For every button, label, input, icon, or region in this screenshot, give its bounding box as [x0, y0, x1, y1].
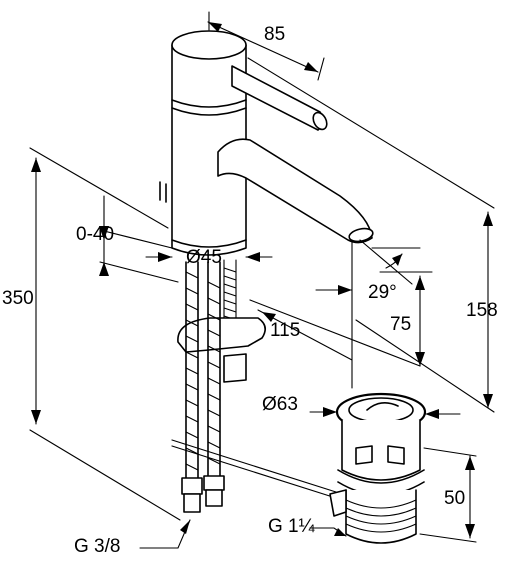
dim-body-diameter-label: Ø45 — [186, 247, 222, 268]
dimension-lines — [29, 11, 495, 549]
pop-up-waste-valve-icon — [329, 392, 427, 544]
dim-spout-clearance-label: 75 — [390, 314, 411, 335]
dim-spout-angle-label: 29° — [368, 282, 397, 303]
basin-mixer-tap-icon — [159, 30, 374, 256]
flexible-supply-hoses-icon — [171, 259, 337, 513]
dim-tap-height-label: 158 — [466, 300, 498, 321]
dim-waste-diameter-label: Ø63 — [262, 394, 298, 415]
dim-total-height-label: 350 — [2, 288, 34, 309]
dim-projection-label: 115 — [270, 320, 300, 341]
dim-waste-height-label: 50 — [444, 488, 465, 509]
dim-waste-thread-label: G 1¼ — [268, 516, 316, 537]
dim-top-reach-label: 85 — [264, 24, 285, 45]
dim-deck-thickness-label: 0-40 — [76, 224, 114, 245]
dim-hose-thread-label: G 3/8 — [74, 536, 120, 557]
